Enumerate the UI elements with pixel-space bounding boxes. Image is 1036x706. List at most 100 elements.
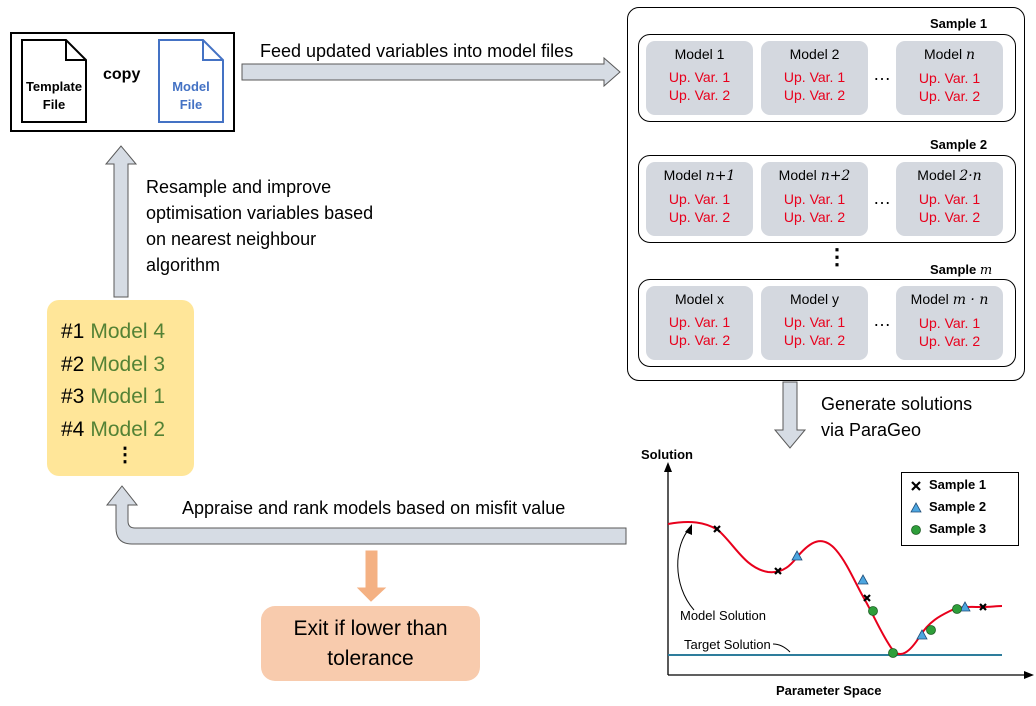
sample-m-title-text: Sample [930,262,980,277]
model-var-1: Up. Var. 1 [783,314,846,330]
exit-line1: Exit if lower than [293,617,448,640]
rank-number: #1 [61,320,85,343]
appraise-arrow [105,485,627,545]
model-name: Model 1 [646,46,753,63]
model-solution-pointer [677,527,695,611]
legend-label: Sample 1 [929,477,987,492]
model-name-text: Model [910,291,953,307]
model-name: Model 2·n [896,167,1003,185]
model-name-text: Model [917,167,960,183]
resample-line3: on nearest neighbour [146,229,317,249]
sample-1-marker [713,525,721,533]
exit-arrow [356,550,387,602]
model-file-line2: File [179,97,203,112]
model-card: Model 2·n Up. Var. 1 Up. Var. 2 [896,162,1003,236]
legend-circle-icon [911,525,921,535]
sample-3-marker [952,604,962,614]
template-file-label: Template File [20,78,88,114]
model-name-math: n+2 [820,168,851,184]
model-name-text: Model [778,167,821,183]
target-solution-label: Target Solution [684,637,771,652]
model-var-2: Up. Var. 2 [668,332,731,348]
sample-1-title-text: Sample 1 [930,16,988,31]
horizontal-ellipsis: … [873,188,892,208]
rank-number: #3 [61,385,85,408]
model-var-1: Up. Var. 1 [783,69,846,85]
sample-1-marker [774,567,782,575]
copy-label: copy [103,66,141,83]
model-var-1: Up. Var. 1 [783,191,846,207]
model-file-icon [158,39,224,123]
rank-model: Model 1 [90,385,166,408]
ranking-ellipsis: ⋮ [115,444,135,466]
model-name: Model n+1 [646,167,753,185]
resample-line2: optimisation variables based [146,203,374,223]
resample-label: Resample and improve optimisation variab… [146,174,373,278]
target-solution-pointer [772,643,791,653]
exit-box: Exit if lower than tolerance [261,606,480,681]
model-var-2: Up. Var. 2 [918,88,981,104]
model-var-2: Up. Var. 2 [783,332,846,348]
plot-xlabel: Parameter Space [776,683,882,698]
model-name: Model n+2 [761,167,868,185]
model-name-text: Model x [674,291,725,307]
generate-line1: Generate solutions [821,394,973,414]
rank-model: Model 2 [90,417,166,441]
sample-2-marker [959,601,971,612]
sample-1-title: Sample 1 [930,16,987,31]
generate-label: Generate solutions via ParaGeo [821,391,972,443]
model-var-2: Up. Var. 2 [668,87,731,103]
sample-2-marker [791,550,803,561]
sample-1-marker [863,594,871,602]
sample-2-title-text: Sample 2 [930,137,988,152]
rank-number: #2 [61,352,85,376]
exit-line2: tolerance [327,647,414,670]
feed-arrow [241,56,621,88]
sample-2-marker [916,629,928,640]
sample-m-title-math: m [979,263,993,278]
sample-3-marker [868,606,878,616]
legend-label: Sample 2 [929,499,987,514]
legend-triangle-icon [910,502,922,513]
model-name: Model n [896,46,1003,64]
model-solution-label: Model Solution [680,608,766,623]
model-name-math: m · n [952,292,989,308]
model-name: Model y [761,291,868,308]
sample-m-title: Sample m [930,262,992,278]
model-var-2: Up. Var. 2 [783,87,846,103]
resample-line1: Resample and improve [146,177,332,197]
legend-label: Sample 3 [929,521,987,536]
model-name-text: Model y [789,291,840,307]
model-name-math: n [966,47,976,63]
model-var-1: Up. Var. 1 [918,70,981,86]
sample-2-title: Sample 2 [930,137,987,152]
model-card: Model y Up. Var. 1 Up. Var. 2 [761,286,868,360]
y-axis-arrowhead [664,462,672,472]
model-var-1: Up. Var. 1 [918,191,981,207]
model-var-1: Up. Var. 1 [668,314,731,330]
model-var-2: Up. Var. 2 [918,209,981,225]
sample-1-marker [979,603,987,611]
rank-model: Model 4 [90,320,166,343]
sample-3-markers [868,604,962,658]
sample-2-markers [791,550,971,640]
feed-label: Feed updated variables into model files [260,41,574,61]
legend-x-icon [911,481,921,491]
model-file-label: Model File [157,78,225,114]
sample-1-markers [713,525,987,611]
rank-model: Model 3 [90,352,166,376]
template-file-icon [21,39,87,123]
sample-2-marker [857,574,869,585]
model-var-2: Up. Var. 2 [668,209,731,225]
